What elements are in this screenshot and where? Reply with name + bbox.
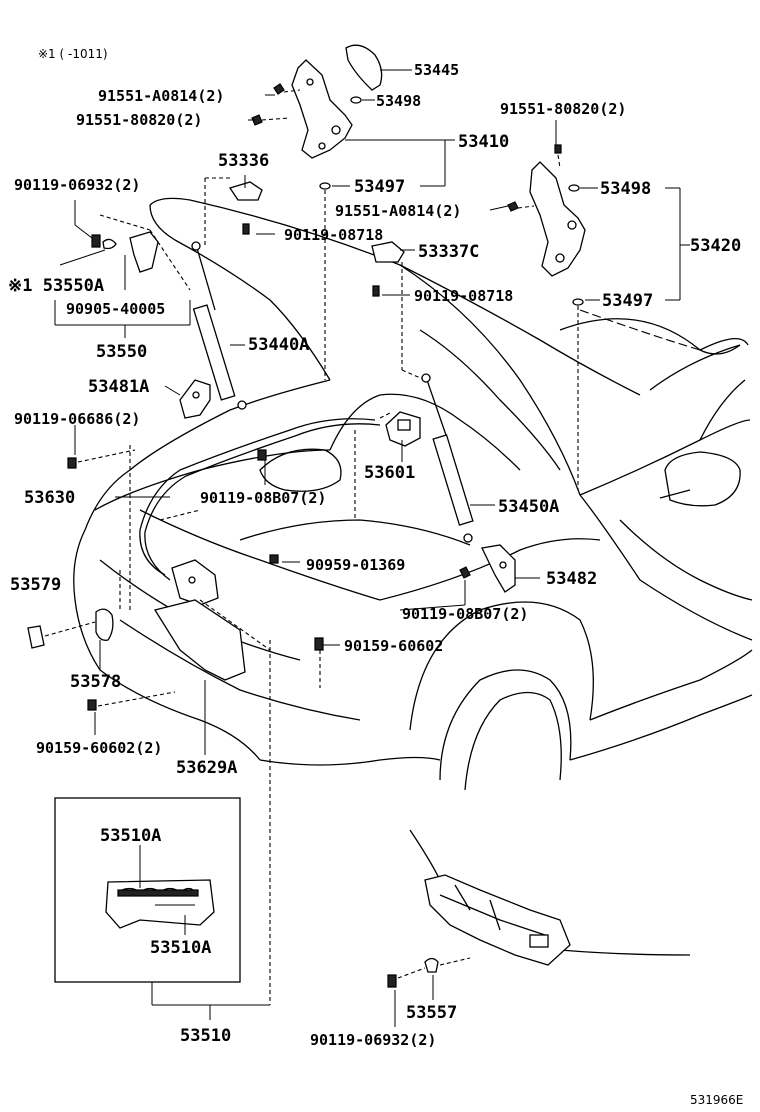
label-53510a-bottom: 53510A	[150, 938, 211, 958]
spacer-53497-right	[572, 298, 584, 306]
label-53550: 53550	[96, 342, 147, 362]
clip-icon	[269, 554, 279, 564]
cushion-90905-40005	[102, 238, 117, 250]
label-90119-08718-a: 90119-08718	[284, 226, 383, 244]
label-53440a: 53440A	[248, 335, 309, 355]
hood-strut-53440a	[192, 304, 236, 401]
lock-support-53629a	[153, 599, 246, 681]
label-53579: 53579	[10, 575, 61, 595]
label-53482: 53482	[546, 569, 597, 589]
bolt-icon	[314, 637, 324, 651]
spacer-53497	[319, 182, 331, 190]
strut-brackets	[67, 379, 516, 593]
spacer-53498	[350, 96, 362, 104]
label-90119-06932-bottom: 90119-06932(2)	[310, 1031, 436, 1049]
hinge-assembly-right	[507, 144, 586, 490]
bracket-53337c	[371, 241, 405, 263]
label-90159-60602-a: 90159-60602	[344, 637, 443, 655]
leader-lines	[54, 69, 690, 1027]
bolt-icon	[67, 457, 77, 469]
label-53481a: 53481A	[88, 377, 149, 397]
label-53410: 53410	[458, 132, 509, 152]
bolt-icon	[257, 449, 267, 461]
bolt-icon	[387, 974, 397, 988]
label-53498-top: 53498	[376, 92, 421, 110]
label-53510a-top: 53510A	[100, 826, 161, 846]
release-cable-53630	[139, 411, 393, 581]
label-53557: 53557	[406, 1003, 457, 1023]
label-90905-40005: 90905-40005	[66, 300, 165, 318]
bolt-icon	[273, 83, 285, 95]
label-91551-80820-right: 91551-80820(2)	[500, 100, 626, 118]
label-53497-top: 53497	[354, 177, 405, 197]
hood-stay-clip	[91, 214, 191, 291]
bracket-53482	[481, 544, 516, 593]
label-90119-06932-top: 90119-06932(2)	[14, 176, 140, 194]
bolt-icon	[242, 223, 250, 235]
hood-lock-assembly	[27, 445, 246, 681]
hood-strut-53450a	[432, 434, 474, 526]
label-90959-01369: 90959-01369	[306, 556, 405, 574]
hinge-cover-53445	[345, 44, 383, 91]
label-90159-60602-b: 90159-60602(2)	[36, 739, 162, 757]
bolt-icon	[372, 285, 380, 297]
bolt-icon	[459, 566, 471, 579]
hinge-assembly-left	[251, 44, 383, 190]
bolt-icon	[554, 144, 562, 154]
bracket-53336	[228, 181, 263, 201]
release-lever-53601	[385, 411, 421, 447]
label-53601: 53601	[364, 463, 415, 483]
bolt-icon	[251, 114, 263, 126]
label-53510: 53510	[180, 1026, 231, 1046]
label-90119-08718-b: 90119-08718	[414, 287, 513, 305]
label-90119-08b07-b: 90119-08B07(2)	[402, 605, 528, 623]
hood-lock-53510	[171, 559, 219, 606]
hood-hinge-53420	[529, 161, 586, 277]
bolt-icon	[507, 201, 519, 212]
bolt-icon	[91, 234, 101, 248]
spacer-53498-right	[568, 184, 580, 192]
label-53498-right: 53498	[600, 179, 651, 199]
label-90119-06686: 90119-06686(2)	[14, 410, 140, 428]
label-53630: 53630	[24, 488, 75, 508]
cushion-53579	[27, 625, 45, 649]
label-53497-right: 53497	[602, 291, 653, 311]
bracket-53481a	[179, 379, 211, 419]
label-53445: 53445	[414, 61, 459, 79]
hood-support-brackets	[204, 177, 426, 381]
image-code: 531966E	[690, 1093, 743, 1107]
label-53420: 53420	[690, 236, 741, 256]
detail-box	[54, 797, 241, 983]
car-body-outline	[73, 197, 753, 956]
bolt-icon	[87, 699, 97, 711]
label-53450a: 53450A	[498, 497, 559, 517]
label-53550a: ※1 53550A	[8, 276, 104, 296]
clip-53557	[424, 957, 439, 973]
label-91551-a0814-top: 91551-A0814(2)	[98, 87, 224, 105]
label-53578: 53578	[70, 672, 121, 692]
detail-frame	[54, 797, 241, 983]
model-note: ※1 ( -1011)	[38, 47, 108, 61]
label-91551-a0814-right: 91551-A0814(2)	[335, 202, 461, 220]
cushion-53578	[95, 608, 114, 641]
hood-lock-bracket-53550a	[129, 231, 159, 273]
label-90119-08b07-a: 90119-08B07(2)	[200, 489, 326, 507]
label-53337c: 53337C	[418, 242, 479, 262]
radiator-support	[387, 874, 571, 988]
label-53629a: 53629A	[176, 758, 237, 778]
label-53336: 53336	[218, 151, 269, 171]
label-91551-80820-left: 91551-80820(2)	[76, 111, 202, 129]
hood-struts	[191, 241, 474, 543]
